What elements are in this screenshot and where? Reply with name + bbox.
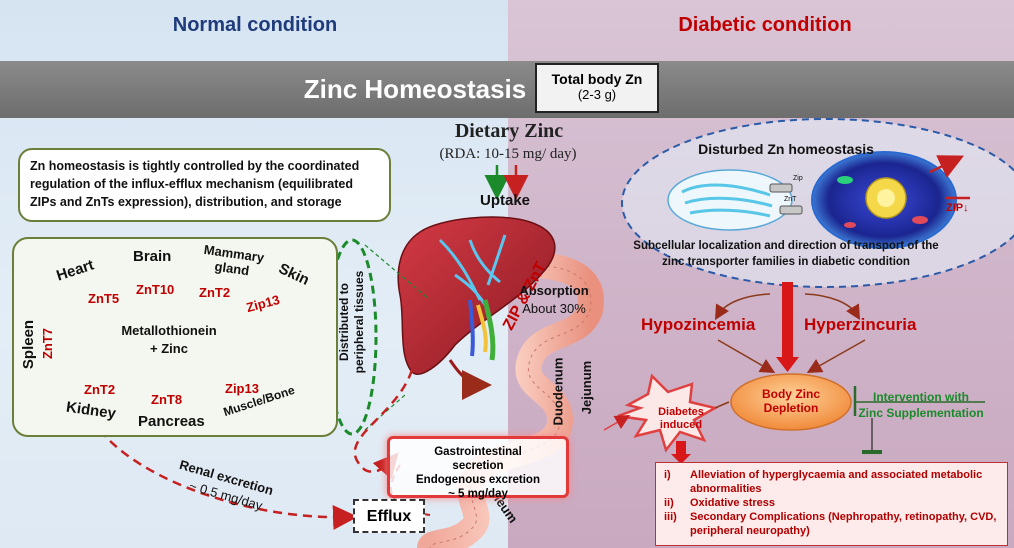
diabetes-induced-label: Diabetes induced xyxy=(641,406,721,432)
outcome-row: iii) Secondary Complications (Nephropathy… xyxy=(664,510,999,538)
hyper-to-depletion-arrow xyxy=(806,339,866,373)
transporter-pancreas: ZnT8 xyxy=(151,392,183,407)
distributed-label: Distributed to peripheral tissues xyxy=(337,270,366,374)
dietary-rda: (RDA: 10-15 mg/ day) xyxy=(439,146,577,162)
title-band xyxy=(0,61,1014,118)
outcome-num: iii) xyxy=(664,511,677,523)
transporter-heart: ZnT5 xyxy=(88,291,120,306)
dietary-zinc-title: Dietary Zinc xyxy=(454,120,564,142)
distributed-ellipse xyxy=(326,238,378,436)
main-down-head xyxy=(776,357,799,372)
induced-down-bar xyxy=(676,441,686,455)
zip-down-label: ZIP↓ xyxy=(946,202,969,214)
depletion-ellipse xyxy=(730,373,852,431)
hypozincemia-label: Hypozincemia xyxy=(641,315,756,334)
outcome-row: ii) Oxidative stress xyxy=(664,496,999,510)
intervention-line2: Zinc Supplementation xyxy=(858,406,984,420)
outcome-text: Alleviation of hyperglycaemia and associ… xyxy=(690,469,983,495)
golgi-stacks xyxy=(681,183,773,218)
intervention-label: Intervention with Zinc Supplementation xyxy=(855,389,987,421)
hypo-to-depletion-arrow xyxy=(717,339,776,373)
metallothionein-line2: + Zinc xyxy=(150,341,188,356)
to-hyperzincuria-arrow xyxy=(804,293,861,321)
renal-excretion-arrow xyxy=(99,429,358,530)
transporter-spleen: ZnT7 xyxy=(40,327,56,360)
zip-transporter-icon xyxy=(769,183,793,193)
depletion-line1: Body Zinc xyxy=(761,387,820,401)
main-down-bar xyxy=(782,282,793,360)
uptake-label: Uptake xyxy=(479,192,531,209)
znt-transporter-icon xyxy=(779,205,803,215)
duodenum-label: Duodenum xyxy=(550,357,566,426)
total-body-zn-label: Total body Zn xyxy=(551,71,643,87)
normal-condition-title: Normal condition xyxy=(172,14,338,36)
organ-brain: Brain xyxy=(133,248,172,265)
organ-pancreas: Pancreas xyxy=(138,413,205,430)
gi-line2: secretion xyxy=(452,460,504,472)
induced-line1: Diabetes xyxy=(658,406,704,418)
gi-line3: Endogenous excretion xyxy=(416,474,540,486)
outcomes-box: i) Alleviation of hyperglycaemia and asso… xyxy=(655,462,1008,546)
outcome-text: Secondary Complications (Nephropathy, re… xyxy=(690,511,997,537)
efflux-box: Efflux xyxy=(353,499,425,533)
intervention-line1: Intervention with xyxy=(873,390,969,404)
zip-down-arrow xyxy=(929,155,965,178)
znt-small-label: ZnT xyxy=(784,196,797,203)
gall-duct xyxy=(482,299,496,361)
liver-out-arrow xyxy=(448,359,492,400)
organ-spleen: Spleen xyxy=(20,319,38,370)
gi-line4: ~ 5 mg/day xyxy=(448,488,508,500)
metallothionein-line1: Metallothionein xyxy=(121,323,217,338)
intro-textbox: Zn homeostasis is tightly controlled by … xyxy=(18,148,391,222)
gi-secretion-box: Gastrointestinal secretion Endogenous ex… xyxy=(387,436,569,500)
intestine-tube xyxy=(417,251,604,548)
gi-return-arrow xyxy=(353,369,414,480)
absorption-title: Absorption xyxy=(519,283,589,298)
diagram-title: Zinc Homeostasis xyxy=(303,74,527,104)
depletion-to-star xyxy=(714,401,730,409)
transporter-brain: ZnT10 xyxy=(136,282,175,297)
total-body-zn-box: Total body Zn (2-3 g) xyxy=(535,63,659,113)
portal-vein xyxy=(468,299,475,357)
outcome-row: i) Alleviation of hyperglycaemia and asso… xyxy=(664,468,999,496)
liver-vessels xyxy=(438,234,507,311)
gi-line1: Gastrointestinal xyxy=(434,446,522,458)
outcome-num: ii) xyxy=(664,497,674,509)
to-hypozincemia-arrow xyxy=(714,293,771,321)
organelle-2 xyxy=(912,216,928,224)
induced-line2: induced xyxy=(659,419,703,431)
induced-down-head xyxy=(671,454,691,464)
transporter-mammary: ZnT2 xyxy=(199,285,231,300)
absorption-value: About 30% xyxy=(522,301,586,316)
depletion-line2: Depletion xyxy=(763,401,819,415)
disturbed-title: Disturbed Zn homeostasis xyxy=(698,141,874,157)
depletion-label: Body Zinc Depletion xyxy=(741,387,841,415)
organelle-3 xyxy=(844,222,856,228)
transporter-kidney: ZnT2 xyxy=(84,382,116,397)
nucleolus xyxy=(877,189,895,207)
zip-small-label: Zip xyxy=(793,175,803,182)
organ-distribution-box xyxy=(12,237,338,437)
total-body-zn-value: (2-3 g) xyxy=(577,87,617,102)
induced-pointer xyxy=(603,415,631,431)
distributed-guide-top xyxy=(364,244,431,301)
diabetes-induced-star xyxy=(617,373,719,453)
outcome-num: i) xyxy=(664,469,671,481)
outcome-text: Oxidative stress xyxy=(690,497,775,509)
subcellular-caption: Subcellular localization and direction o… xyxy=(633,240,939,268)
organelle-1 xyxy=(837,176,853,184)
jejunum-label: Jejunum xyxy=(579,360,595,415)
diabetic-condition-title: Diabetic condition xyxy=(678,14,852,36)
transporter-muscle: Zip13 xyxy=(225,381,259,396)
bile-duct xyxy=(476,304,488,353)
metallothionein-label: Metallothionein + Zinc xyxy=(65,322,273,358)
hyperzincuria-label: Hyperzincuria xyxy=(804,315,917,334)
